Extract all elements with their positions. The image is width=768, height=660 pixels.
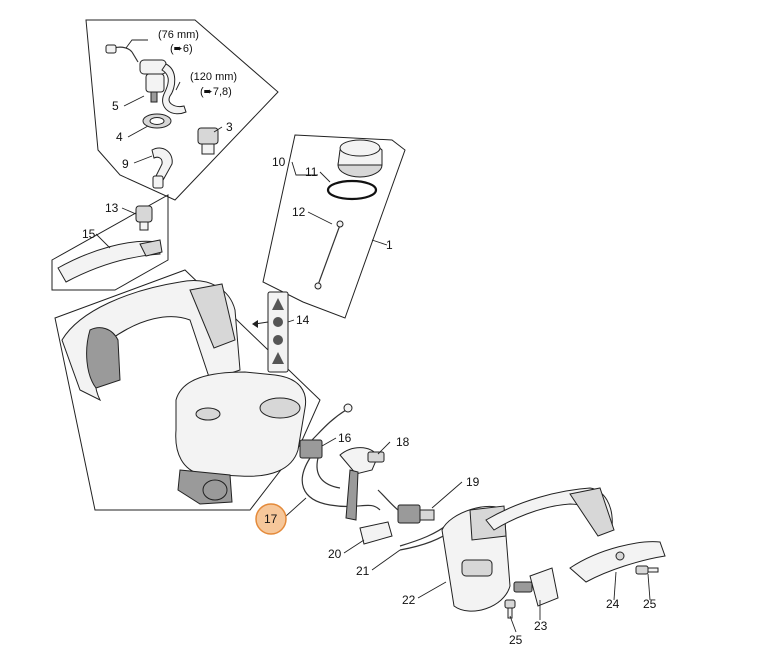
leader-lines: [95, 39, 651, 633]
handle-cover-24: [569, 541, 666, 583]
warning-label: [267, 291, 289, 373]
screw-25b: [635, 565, 659, 575]
switch-16: [299, 439, 323, 459]
part-label-13[interactable]: 13: [105, 201, 119, 215]
part-label-1[interactable]: 1: [386, 238, 393, 252]
part-label-25-right[interactable]: 25: [643, 597, 657, 611]
part-label-5[interactable]: 5: [112, 99, 119, 113]
fuel-pump-valve: [139, 59, 167, 103]
hose-long: [161, 63, 187, 115]
switch-19: [377, 489, 435, 524]
part-label-23[interactable]: 23: [534, 619, 548, 633]
bracket-23: [513, 567, 559, 607]
part-label-18[interactable]: 18: [396, 435, 410, 449]
throttle-trigger-18: [339, 447, 385, 521]
part-label-4[interactable]: 4: [116, 130, 123, 144]
hose-short-reference: (➨6): [170, 43, 193, 55]
part-label-17[interactable]: 17: [264, 512, 278, 526]
hose-long-length: (120 mm): [190, 71, 237, 83]
fuel-tank: [175, 371, 307, 505]
hose-short: [105, 44, 139, 63]
part-label-12[interactable]: 12: [292, 205, 306, 219]
part-label-10[interactable]: 10: [272, 155, 286, 169]
grommet-ring: [142, 113, 172, 129]
handle-bar: [485, 487, 615, 537]
part-label-14[interactable]: 14: [296, 313, 310, 327]
screw-fitting-13: [135, 205, 153, 231]
hose-long-reference: (➨7,8): [200, 86, 232, 98]
part-label-25-bottom[interactable]: 25: [509, 633, 523, 647]
screw-25a: [504, 599, 516, 619]
wiring-harness-17: [301, 403, 381, 511]
part-label-20[interactable]: 20: [328, 547, 342, 561]
cable-clip-20: [359, 521, 393, 545]
part-label-22[interactable]: 22: [402, 593, 416, 607]
hose-short-length: (76 mm): [158, 29, 199, 41]
part-label-21[interactable]: 21: [356, 564, 370, 578]
part-label-9[interactable]: 9: [122, 157, 129, 171]
cap-seal-o-ring: [326, 179, 378, 201]
part-label-15[interactable]: 15: [82, 227, 96, 241]
hose-group-frame: [85, 19, 279, 201]
part-label-19[interactable]: 19: [466, 475, 480, 489]
engine-housing: [61, 280, 241, 402]
pickup-hose: [151, 147, 173, 189]
cap-retainer-strap: [314, 220, 344, 290]
filter-fitting: [197, 127, 219, 155]
filler-cap: [337, 139, 383, 178]
part-label-16[interactable]: 16: [338, 431, 352, 445]
part-label-24[interactable]: 24: [606, 597, 620, 611]
cap-group-frame: [262, 134, 406, 319]
highlight-circle-17: [255, 503, 287, 535]
handle-cover-strip: [57, 239, 163, 283]
part-label-11[interactable]: 11: [305, 165, 318, 179]
part-label-3[interactable]: 3: [226, 120, 233, 134]
